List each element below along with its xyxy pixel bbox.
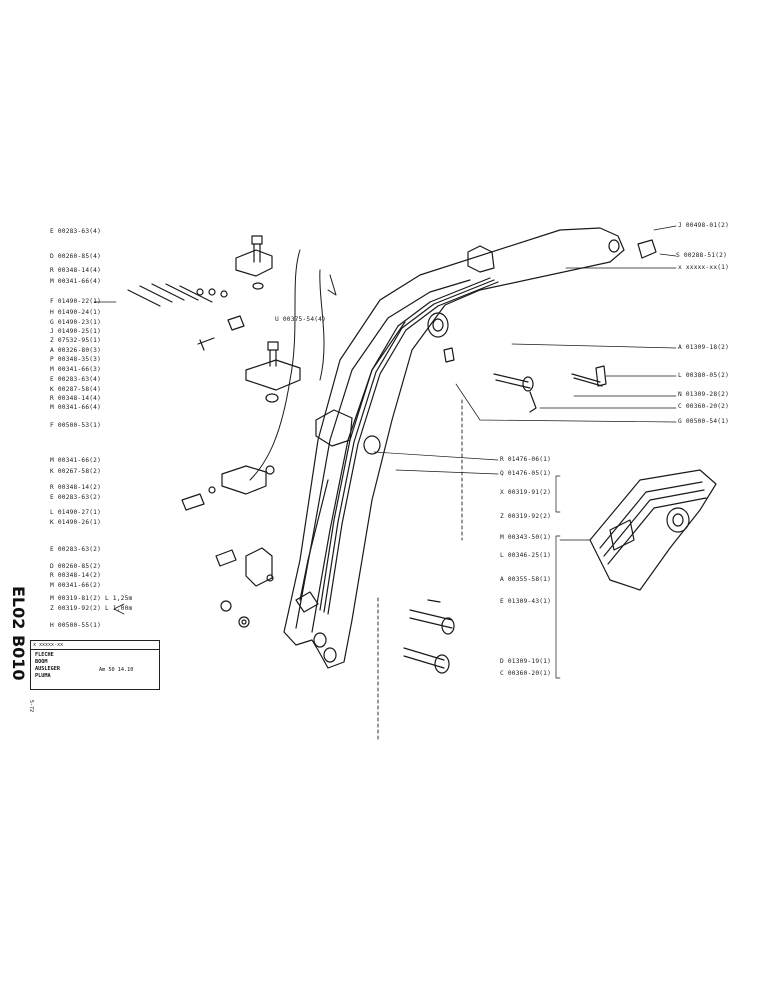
title-block-divider bbox=[31, 649, 159, 650]
part-label: F 01490-22(1) bbox=[50, 298, 102, 305]
part-label: Z 07532-95(1) bbox=[50, 337, 102, 344]
part-label: G 00500-54(1) bbox=[678, 418, 730, 425]
part-label: S 00288-51(2) bbox=[676, 252, 728, 259]
part-label: E 00283-63(4) bbox=[50, 376, 102, 383]
inset-detail-drawing bbox=[559, 469, 717, 591]
part-label: C 00360-20(2) bbox=[678, 403, 730, 410]
title-line-boom: BOOM bbox=[35, 659, 48, 665]
part-label: C 00360-20(1) bbox=[500, 670, 552, 677]
part-label: L 01490-27(1) bbox=[50, 509, 102, 516]
part-label: M 00341-66(2) bbox=[50, 582, 102, 589]
part-label: E 00283-63(2) bbox=[50, 546, 102, 553]
part-label: G 01490-23(1) bbox=[50, 319, 102, 326]
left-hardware-drawing bbox=[127, 235, 301, 628]
boom-drawing bbox=[283, 227, 625, 669]
part-label: N 01309-28(2) bbox=[678, 391, 730, 398]
leader-curves bbox=[249, 249, 463, 741]
part-label: J 01490-25(1) bbox=[50, 328, 102, 335]
part-label: A 00326-80(3) bbox=[50, 347, 102, 354]
part-label: x xxxxx-xx(1) bbox=[678, 264, 730, 271]
part-label: R 00348-14(4) bbox=[50, 395, 102, 402]
part-label: Z 00319-92(2) bbox=[500, 513, 552, 520]
drawing-date: 5-72 bbox=[28, 700, 34, 713]
part-label: R 00348-14(2) bbox=[50, 484, 102, 491]
part-label: J 00498-01(2) bbox=[678, 222, 730, 229]
part-label: F 00500-53(1) bbox=[50, 422, 102, 429]
part-label: E 00283-63(2) bbox=[50, 494, 102, 501]
part-label: R 01476-06(1) bbox=[500, 456, 552, 463]
part-label: Z 00319-92(2) L 1,00m bbox=[50, 605, 133, 612]
title-block: x xxxxx-xx FLECHE BOOM AUSLEGER PLUMA Am… bbox=[30, 640, 160, 690]
title-block-header: x xxxxx-xx bbox=[33, 642, 64, 648]
part-label: M 00341-66(2) bbox=[50, 457, 102, 464]
part-label: L 00346-25(1) bbox=[500, 552, 552, 559]
part-label: M 00343-50(1) bbox=[500, 534, 552, 541]
part-label: M 00341-66(3) bbox=[50, 366, 102, 373]
part-label: H 00500-55(1) bbox=[50, 622, 102, 629]
title-block-model: Am 50 14.10 bbox=[99, 667, 134, 673]
part-label: X 00319-91(2) bbox=[500, 489, 552, 496]
drawing-code-text: EL02 B010 bbox=[9, 586, 28, 681]
part-label: K 00267-58(2) bbox=[50, 468, 102, 475]
part-label: M 00319-81(2) L 1,25m bbox=[50, 595, 133, 602]
leader-lines bbox=[93, 225, 677, 679]
part-label: H 01490-24(1) bbox=[50, 309, 102, 316]
part-label: A 00355-58(1) bbox=[500, 576, 552, 583]
part-label: M 00341-66(4) bbox=[50, 278, 102, 285]
part-label: Q 01476-05(1) bbox=[500, 470, 552, 477]
part-label: E 00283-63(4) bbox=[50, 228, 102, 235]
part-label: K 00287-58(4) bbox=[50, 386, 102, 393]
title-line-fleche: FLECHE bbox=[35, 652, 54, 658]
part-label: P 00348-35(3) bbox=[50, 356, 102, 363]
part-label: A 01309-18(2) bbox=[678, 344, 730, 351]
right-hardware-drawing bbox=[403, 239, 657, 674]
part-label: E 01309-43(1) bbox=[500, 598, 552, 605]
part-label: U 00375-54(4) bbox=[275, 316, 327, 323]
part-label: D 01309-19(1) bbox=[500, 658, 552, 665]
part-label: M 00341-66(4) bbox=[50, 404, 102, 411]
title-line-pluma: PLUMA bbox=[35, 673, 51, 679]
part-label: D 00260-85(2) bbox=[50, 563, 102, 570]
title-line-ausleger: AUSLEGER bbox=[35, 666, 60, 672]
part-label: K 01490-26(1) bbox=[50, 519, 102, 526]
drawing-code: EL02 B010 bbox=[4, 586, 30, 716]
part-label: R 00348-14(2) bbox=[50, 572, 102, 579]
part-label: R 00348-14(4) bbox=[50, 267, 102, 274]
part-label: D 00260-85(4) bbox=[50, 253, 102, 260]
part-label: L 00380-05(2) bbox=[678, 372, 730, 379]
